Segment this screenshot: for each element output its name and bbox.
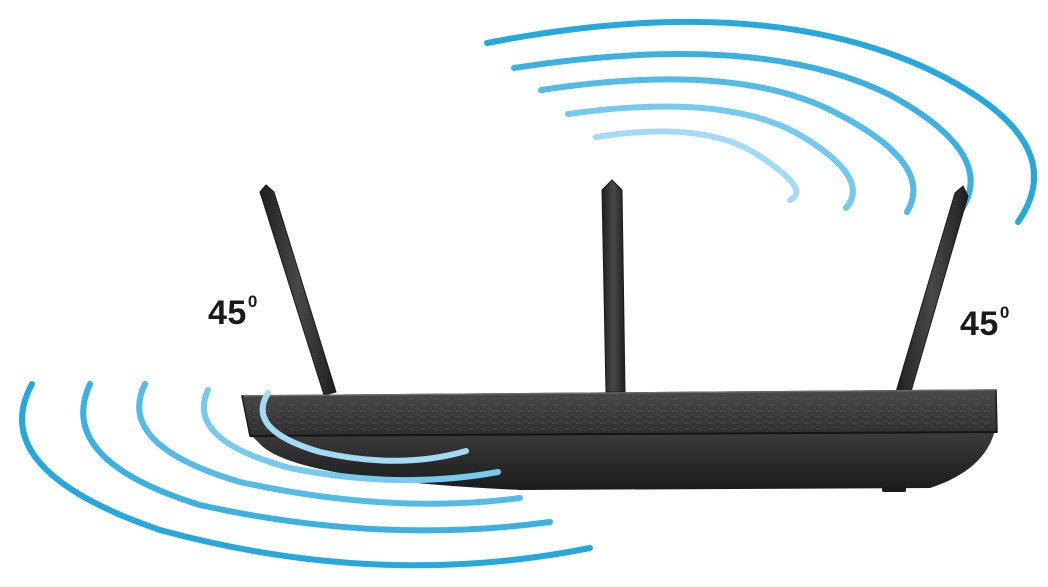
router-edge-highlight [243, 389, 997, 397]
wave-arc-lower-3 [136, 381, 523, 507]
wave-arc-upper-3 [538, 76, 917, 215]
upper-right-signal-waves-icon [484, 18, 1037, 225]
wave-arc-lower-1 [19, 381, 593, 569]
wave-arc-lower-5 [259, 390, 469, 464]
right-antenna [895, 185, 969, 396]
router-antennas [259, 179, 969, 396]
router-bottom [248, 430, 995, 490]
left-antenna-angle-label: 450 [208, 293, 258, 332]
center-antenna [601, 179, 626, 393]
lower-left-signal-waves-icon [19, 381, 593, 569]
wireless-router-icon [241, 389, 998, 492]
wave-arc-upper-2 [511, 51, 974, 215]
wave-arc-upper-5 [593, 128, 800, 203]
right-angle-degree: 0 [999, 303, 1010, 322]
right-angle-value: 45 [960, 305, 999, 343]
router-top-texture [246, 394, 993, 432]
left-antenna [259, 184, 337, 396]
router-foot [882, 486, 906, 492]
router-seam [249, 431, 998, 437]
right-antenna-angle-label: 450 [960, 304, 1010, 343]
wave-arc-lower-2 [80, 381, 553, 534]
wave-arc-lower-4 [200, 387, 501, 484]
left-angle-degree: 0 [247, 292, 258, 311]
wave-arc-upper-1 [484, 18, 1037, 225]
left-angle-value: 45 [208, 294, 247, 332]
wave-arc-upper-4 [565, 103, 856, 211]
